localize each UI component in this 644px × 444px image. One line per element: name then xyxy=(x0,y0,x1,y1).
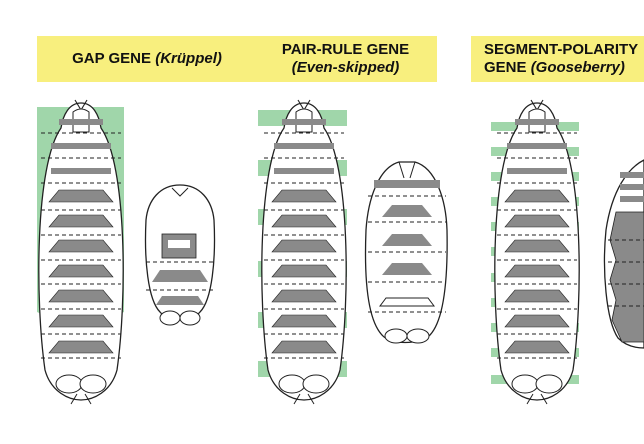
label-pair-rule-gene: PAIR-RULE GENE (Even-skipped) xyxy=(254,36,437,82)
even-skipped-mutant-larva-icon xyxy=(364,161,448,344)
eve-mutant-head xyxy=(398,161,416,179)
seg-title: SEGMENT-POLARITY xyxy=(484,41,639,58)
pair-thoracic-band-1 xyxy=(274,143,334,149)
kruppel-mutant-larva-icon xyxy=(144,184,216,326)
pair-abdominal-belt-3 xyxy=(271,239,337,253)
seg-head-band xyxy=(515,119,559,125)
gap-title: GAP GENE xyxy=(72,50,152,67)
gap-tail-lobe-left xyxy=(55,374,83,394)
gap-gene-name: (Krüppel) xyxy=(155,50,222,67)
seg-abdominal-belt-4 xyxy=(504,264,570,278)
seg-tail-spikes xyxy=(526,393,548,405)
pair-tail-lobe-right xyxy=(302,374,330,394)
seg-abdominal-belt-6 xyxy=(504,314,570,328)
pair-abdominal-belt-1 xyxy=(271,189,337,203)
kruppel-mutant-tail-left xyxy=(159,310,181,326)
gsb-mutant-head-band-3 xyxy=(620,196,644,202)
kruppel-mutant-belt-2 xyxy=(152,270,208,282)
eve-mutant-tail-left xyxy=(384,328,408,344)
label-gap-gene: GAP GENE (Krüppel) xyxy=(37,36,257,82)
pair-abdominal-belt-5 xyxy=(271,289,337,303)
pair-abdominal-belt-6 xyxy=(271,314,337,328)
kruppel-mutant-tail-right xyxy=(179,310,201,326)
gooseberry-mutant-larva-icon xyxy=(603,159,644,349)
gap-thoracic-band-2 xyxy=(51,168,111,174)
seg-abdominal-belt-7 xyxy=(504,340,570,354)
gap-abdominal-belt-1 xyxy=(48,189,114,203)
seg-thoracic-band-2 xyxy=(507,168,567,174)
kruppel-mutant-gap xyxy=(168,240,190,248)
gap-abdominal-belt-4 xyxy=(48,264,114,278)
seg-gene-name: (Gooseberry) xyxy=(530,59,625,76)
eve-mutant-belt-1 xyxy=(382,205,432,217)
pair-head-band xyxy=(282,119,326,125)
gap-abdominal-belt-5 xyxy=(48,289,114,303)
seg-title-2: GENE xyxy=(484,59,527,76)
gsb-mutant-denticle-lawn xyxy=(609,211,644,343)
gap-head-band xyxy=(59,119,103,125)
seg-tail-lobe-left xyxy=(511,374,539,394)
gap-tail-spikes xyxy=(70,393,92,405)
seg-abdominal-belt-2 xyxy=(504,214,570,228)
pair-embryo-larva-icon xyxy=(261,99,347,405)
seg-abdominal-belt-3 xyxy=(504,239,570,253)
pair-abdominal-belt-2 xyxy=(271,214,337,228)
pair-abdominal-belt-7 xyxy=(271,340,337,354)
seg-tail-lobe-right xyxy=(535,374,563,394)
kruppel-mutant-head xyxy=(171,187,189,197)
eve-mutant-belt-4 xyxy=(379,297,435,307)
pair-abdominal-belt-4 xyxy=(271,264,337,278)
kruppel-mutant-belt-3 xyxy=(156,296,204,305)
gap-abdominal-belt-6 xyxy=(48,314,114,328)
pair-tail-spikes xyxy=(293,393,315,405)
label-segment-polarity-gene: SEGMENT-POLARITY GENE (Gooseberry) xyxy=(471,36,644,82)
seg-abdominal-belt-5 xyxy=(504,289,570,303)
eve-mutant-belt-3 xyxy=(382,263,432,275)
pair-thoracic-band-2 xyxy=(274,168,334,174)
gap-thoracic-band-1 xyxy=(51,143,111,149)
pair-gene-name: (Even-skipped) xyxy=(291,59,400,76)
gap-abdominal-belt-3 xyxy=(48,239,114,253)
seg-embryo-larva-icon xyxy=(494,99,580,405)
gap-embryo-larva-icon xyxy=(38,99,124,405)
eve-mutant-head-band xyxy=(374,180,440,188)
eve-mutant-belt-2 xyxy=(382,234,432,246)
gsb-mutant-head-band-1 xyxy=(620,172,644,178)
seg-abdominal-belt-1 xyxy=(504,189,570,203)
pair-title: PAIR-RULE GENE xyxy=(281,41,410,58)
gap-abdominal-belt-2 xyxy=(48,214,114,228)
gap-tail-lobe-right xyxy=(79,374,107,394)
eve-mutant-tail-right xyxy=(406,328,430,344)
gsb-mutant-head-band-2 xyxy=(620,184,644,190)
pair-tail-lobe-left xyxy=(278,374,306,394)
gap-abdominal-belt-7 xyxy=(48,340,114,354)
seg-thoracic-band-1 xyxy=(507,143,567,149)
